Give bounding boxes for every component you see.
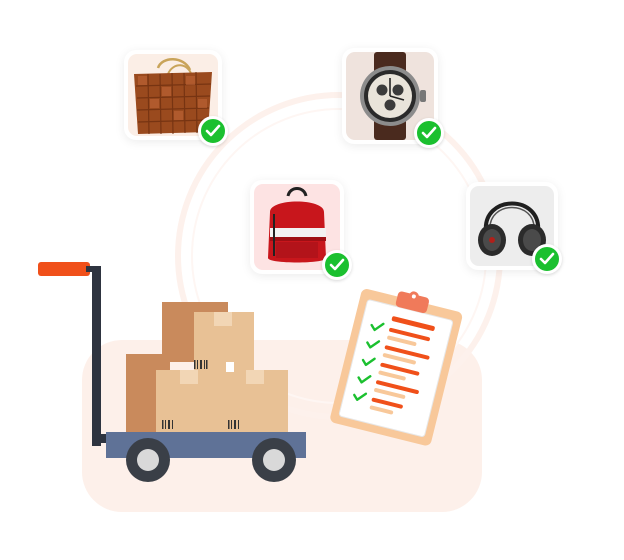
clipboard-checklist-icon	[330, 289, 463, 446]
verified-check-icon	[198, 116, 228, 146]
product-card-headphones	[466, 182, 562, 274]
verified-check-icon	[532, 244, 562, 274]
cardboard-boxes	[126, 302, 288, 432]
product-card-handbag	[124, 50, 228, 146]
verified-check-icon	[414, 118, 444, 148]
verified-check-icon	[322, 250, 352, 280]
hand-truck-icon	[38, 262, 306, 482]
product-card-watch	[342, 48, 444, 148]
product-card-backpack	[250, 180, 352, 280]
